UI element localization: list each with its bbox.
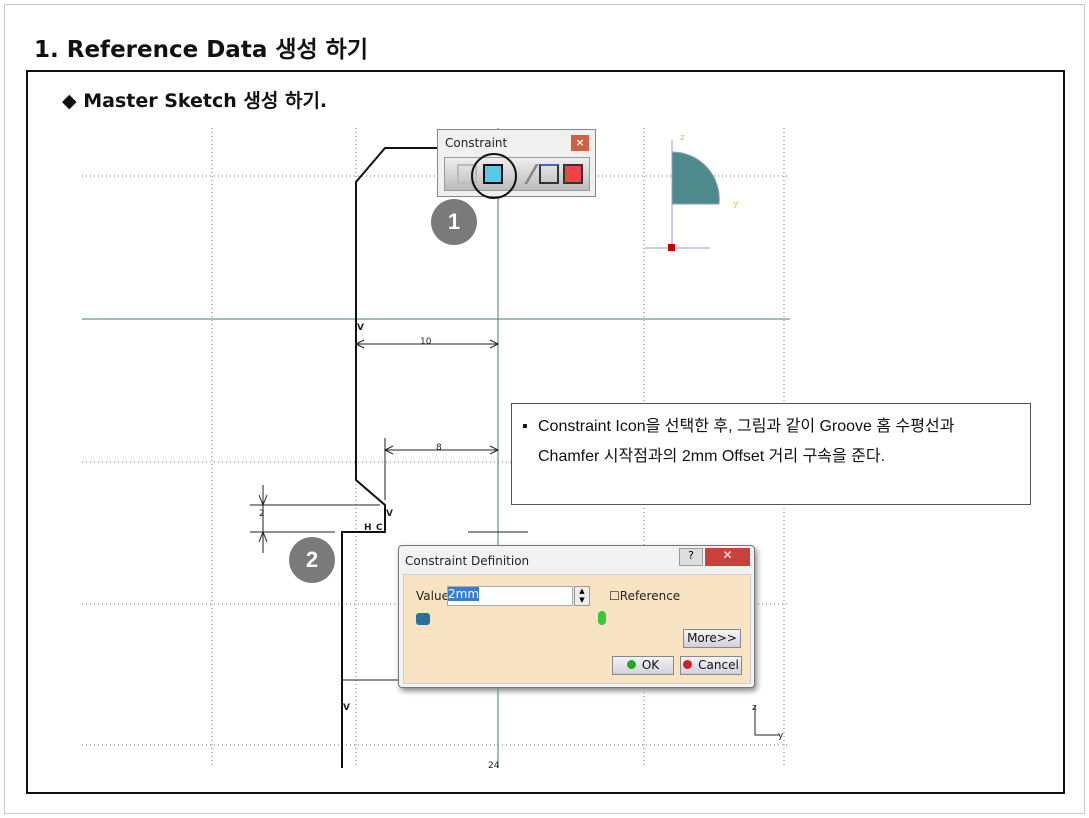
ok-dot-icon [626,660,636,669]
lock-icon [598,611,606,625]
svg-text:V: V [357,323,364,333]
ok-button[interactable]: OK [612,656,674,675]
profile [341,147,437,768]
help-button[interactable]: ? [679,548,703,566]
axis-triad-icon [754,705,780,736]
toolbar-title: Constraint [445,136,508,150]
fix-together-icon[interactable] [539,164,559,184]
auto-constraint-icon[interactable] [563,164,583,184]
dim-8: 8 [436,443,442,453]
step-badge-1: 1 [431,199,477,245]
value-label: Value [416,589,449,603]
svg-text:V: V [343,703,350,713]
value-spinner[interactable]: ▲▼ [574,586,590,606]
cancel-dot-icon [683,660,693,669]
dialog-close-button[interactable]: ✕ [705,548,750,566]
value-input[interactable]: 2mm [447,586,573,606]
svg-text:z: z [680,133,685,143]
dim-24: 24 [488,761,500,771]
toolbar-close-button[interactable]: × [571,135,589,151]
svg-text:V: V [386,509,393,519]
more-button[interactable]: More>> [683,629,741,648]
content-frame [26,70,1065,794]
highlight-circle [471,153,517,199]
instruction-note: Constraint Icon을 선택한 후, 그림과 같이 Groove 홈 … [511,403,1031,505]
constraint-toolbar: Constraint × [437,129,596,197]
toolbar-bar [444,157,590,191]
dim-2: 2 [259,509,265,519]
dialog-title: Constraint Definition [405,554,530,568]
slide [4,4,1085,814]
constraint-definition-dialog: Constraint Definition ? ✕ Value 2mm ▲▼ ☐… [398,545,755,688]
dialog-body: Value 2mm ▲▼ ☐Reference More>> OK Cancel [403,574,751,684]
reference-checkbox[interactable]: ☐Reference [609,589,681,603]
svg-text:y: y [733,199,739,209]
svg-text:H: H [364,523,372,533]
page-title: 1. Reference Data 생성 하기 [34,37,369,63]
svg-text:C: C [376,523,383,533]
cancel-button[interactable]: Cancel [680,656,742,675]
step-badge-2: 2 [289,537,335,583]
value-text: 2mm [448,587,480,601]
svg-text:y: y [778,731,784,741]
reference-label: Reference [619,589,681,603]
section-subtitle: ◆ Master Sketch 생성 하기. [62,90,328,112]
dimension-icon [416,613,430,625]
dim-10: 10 [420,337,432,347]
compass-icon [645,140,720,251]
